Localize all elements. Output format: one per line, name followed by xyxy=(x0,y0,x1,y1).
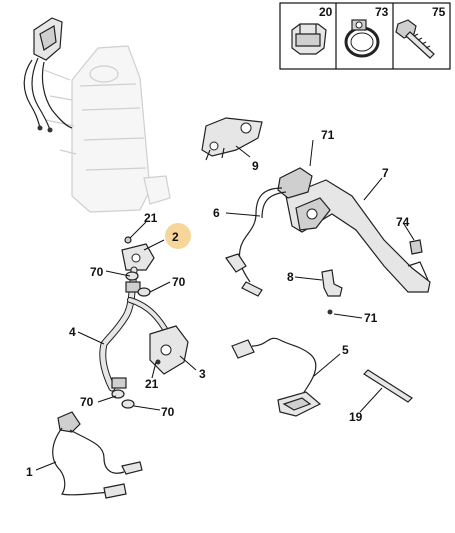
washers xyxy=(111,271,151,409)
part-2-sensor-bracket xyxy=(121,236,155,271)
hose-clamp-icon xyxy=(344,19,380,58)
dpf-housing-ghost xyxy=(43,45,171,213)
legend-ref-75: 75 xyxy=(432,5,446,19)
part-74-nut xyxy=(409,239,423,255)
callout-19: 19 xyxy=(349,410,363,424)
part-8-bracket xyxy=(321,269,343,315)
part-9-bracket xyxy=(201,117,263,161)
pressure-sensor-assembly xyxy=(23,17,73,133)
part-7-support-bracket xyxy=(285,179,431,293)
callout-7: 7 xyxy=(382,166,389,180)
callout-5: 5 xyxy=(342,343,349,357)
callout-21-top: 21 xyxy=(144,211,158,225)
callout-6: 6 xyxy=(213,206,220,220)
part-1-temp-sensor xyxy=(52,411,143,499)
bolt-icon xyxy=(395,19,435,59)
part-6-sensor xyxy=(225,167,313,297)
callout-70-b: 70 xyxy=(172,275,186,289)
callout-70-a: 70 xyxy=(90,265,104,279)
legend-box: 20 73 75 xyxy=(279,2,451,70)
callout-1: 1 xyxy=(26,465,33,479)
highlight-marker xyxy=(165,223,191,249)
callout-3: 3 xyxy=(199,367,206,381)
callout-70-c: 70 xyxy=(80,395,94,409)
callout-9: 9 xyxy=(252,159,259,173)
leader-lines xyxy=(35,139,415,471)
callout-21-bottom: 21 xyxy=(145,377,159,391)
part-19-rod xyxy=(363,369,413,403)
callout-2: 2 xyxy=(172,230,179,244)
part-3-bracket xyxy=(149,325,189,375)
callout-71-top: 71 xyxy=(321,128,335,142)
clip-icon xyxy=(291,23,327,55)
callout-labels: 9 71 7 6 21 2 70 70 8 74 71 4 3 21 5 70 … xyxy=(26,128,410,479)
callout-8: 8 xyxy=(287,270,294,284)
callout-74: 74 xyxy=(396,215,410,229)
legend-ref-20: 20 xyxy=(319,5,333,19)
callout-4: 4 xyxy=(69,325,76,339)
callout-71-bottom: 71 xyxy=(364,311,378,325)
callout-70-d: 70 xyxy=(161,405,175,419)
part-5-oxygen-sensor xyxy=(231,337,322,417)
legend-ref-73: 73 xyxy=(375,5,389,19)
part-4-pipe xyxy=(99,266,171,392)
